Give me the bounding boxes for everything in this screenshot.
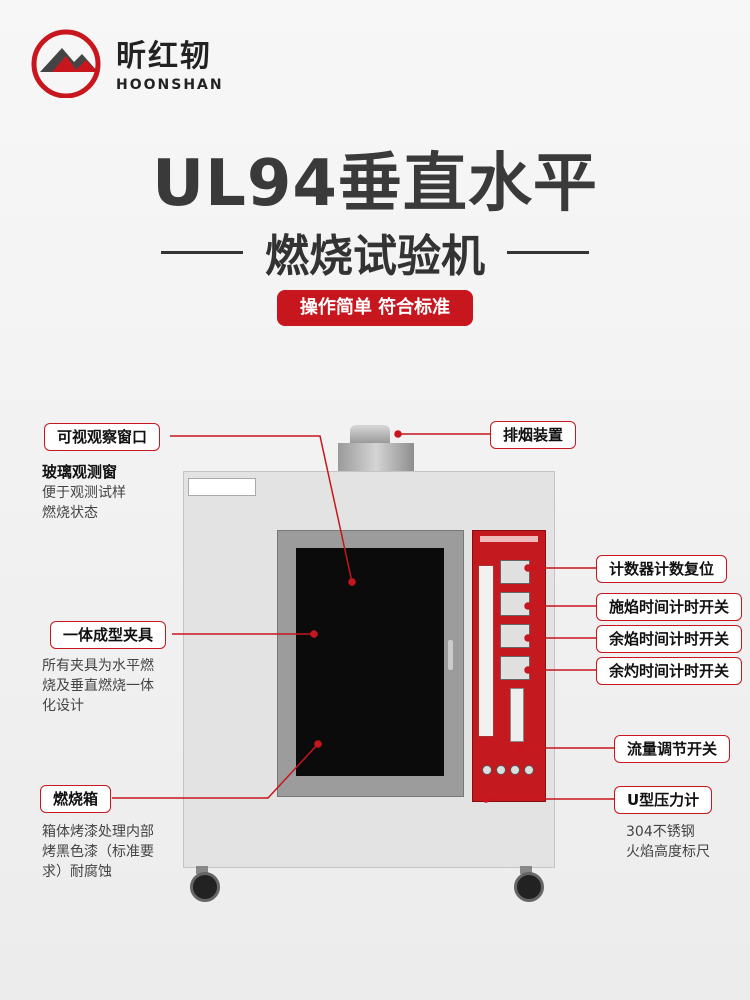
mountain-logo-icon xyxy=(31,29,101,98)
subtitle-row: 燃烧试验机 xyxy=(0,220,750,284)
label-counter-reset: 计数器计数复位 xyxy=(596,555,728,583)
window-description: 玻璃观测窗 便于观测试样 燃烧状态 xyxy=(42,462,126,523)
caster-wheel xyxy=(514,872,544,902)
brand-name-en: HOONSHAN xyxy=(116,77,224,93)
clamp-desc-line1: 所有夹具为水平燃 xyxy=(42,658,154,674)
brand-name-cn: 昕红轫 xyxy=(116,39,212,74)
manometer-gauge xyxy=(478,565,494,737)
caster-mount xyxy=(520,866,532,874)
chamber-description: 箱体烤漆处理内部 烤黑色漆（标准要 求）耐腐蚀 xyxy=(42,822,154,882)
label-afterglow-timer: 余灼时间计时开关 xyxy=(596,657,743,685)
afterflame-timer-display xyxy=(500,624,530,648)
window-desc-line1: 便于观测试样 xyxy=(42,485,126,501)
clamp-desc-line3: 化设计 xyxy=(42,698,84,714)
label-afterflame-timer: 余焰时间计时开关 xyxy=(596,625,743,653)
page-title: UL94垂直水平 xyxy=(152,147,598,221)
label-ignition-timer: 施焰时间计时开关 xyxy=(596,593,743,621)
label-flow-switch: 流量调节开关 xyxy=(614,735,731,763)
divider-right xyxy=(507,250,589,254)
counter-display xyxy=(500,560,530,584)
label-observation-window: 可视观察窗口 xyxy=(44,423,161,451)
exhaust-cap xyxy=(350,425,390,443)
observation-window-glass xyxy=(296,548,444,776)
ruler-description: 304不锈钢 火焰高度标尺 xyxy=(626,822,710,862)
exhaust-duct xyxy=(338,443,414,473)
window-desc-title: 玻璃观测窗 xyxy=(42,463,118,481)
window-desc-line2: 燃烧状态 xyxy=(42,505,98,521)
page-subtitle: 燃烧试验机 xyxy=(265,231,485,282)
chamber-desc-line3: 求）耐腐蚀 xyxy=(42,864,112,880)
label-combustion-chamber: 燃烧箱 xyxy=(40,785,112,813)
caster-mount xyxy=(196,866,208,874)
chamber-desc-line2: 烤黑色漆（标准要 xyxy=(42,844,154,860)
control-knob xyxy=(496,765,506,775)
label-exhaust: 排烟装置 xyxy=(490,421,577,449)
clamp-desc-line2: 烧及垂直燃烧一体 xyxy=(42,678,154,694)
label-manometer: U型压力计 xyxy=(614,786,713,814)
brand-logo: 昕红轫 HOONSHAN xyxy=(28,26,224,98)
caster-wheel xyxy=(190,872,220,902)
control-knob xyxy=(510,765,520,775)
door-handle xyxy=(448,640,453,670)
control-panel-header xyxy=(480,536,538,542)
ruler-desc-line2: 火焰高度标尺 xyxy=(626,844,710,860)
label-clamp: 一体成型夹具 xyxy=(50,621,167,649)
warning-sticker xyxy=(188,478,256,496)
chamber-desc-line1: 箱体烤漆处理内部 xyxy=(42,824,154,840)
control-knob xyxy=(524,765,534,775)
ruler-desc-line1: 304不锈钢 xyxy=(626,824,695,840)
control-knob xyxy=(482,765,492,775)
divider-left xyxy=(161,250,243,254)
flow-meter xyxy=(510,688,524,742)
feature-badge: 操作简单 符合标准 xyxy=(277,290,473,326)
clamp-description: 所有夹具为水平燃 烧及垂直燃烧一体 化设计 xyxy=(42,656,154,716)
